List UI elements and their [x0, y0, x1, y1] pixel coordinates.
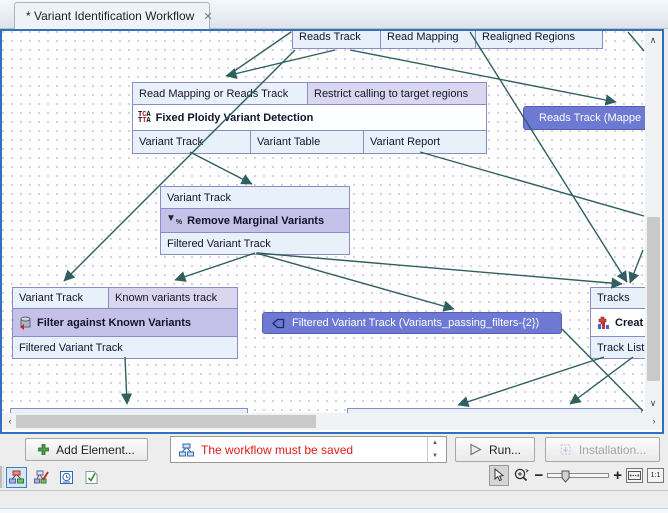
zoom-slider-thumb[interactable] [561, 470, 570, 488]
connection-line [120, 356, 133, 405]
input-port[interactable]: Read Mapping or Reads Track [133, 83, 308, 104]
connection-line [457, 356, 605, 408]
run-button[interactable]: Run... [455, 437, 535, 462]
input-port[interactable]: Restrict calling to target regions [308, 83, 486, 104]
node-top-partial[interactable]: Reads Track Read Mapping Realigned Regio… [292, 31, 603, 49]
scroll-left-icon[interactable]: ‹ [8, 416, 12, 426]
spinner-down-icon[interactable]: ▼ [432, 452, 438, 459]
actual-size-button[interactable]: 1:1 [647, 467, 664, 483]
fit-width-button[interactable] [626, 467, 643, 483]
status-message: The workflow must be saved [201, 442, 354, 457]
connection-line [225, 49, 336, 80]
window-bottom-strip [0, 508, 668, 513]
scroll-right-icon[interactable]: › [652, 416, 656, 426]
scroll-down-icon[interactable]: ∨ [649, 397, 657, 408]
status-message-spinner: ▲ ▼ [427, 437, 442, 462]
node-title: Remove Marginal Variants [187, 214, 325, 227]
splitter-grip[interactable] [0, 466, 4, 488]
node-title: Fixed Ploidy Variant Detection [155, 111, 314, 124]
output-port[interactable]: Variant Table [251, 131, 364, 153]
filter-funnel-icon: ▼% [166, 212, 183, 226]
node-remove-marginal-variants[interactable]: Variant Track ▼% Remove Marginal Variant… [160, 186, 350, 255]
input-port[interactable]: Variant Track [13, 288, 109, 308]
one-to-one-label: 1:1 [650, 471, 661, 479]
workflow-status-box: The workflow must be saved ▲ ▼ [170, 436, 447, 463]
zoom-slider[interactable] [547, 470, 610, 483]
fit-width-icon [628, 470, 641, 480]
output-element-label: Reads Track (Mappe [539, 112, 642, 124]
horizontal-scrollbar[interactable]: ‹ › [2, 413, 662, 430]
output-port[interactable]: Reads Track [293, 31, 381, 48]
output-element-filtered-variant-track[interactable]: Filtered Variant Track (Variants_passing… [262, 312, 562, 334]
zoom-out-icon[interactable]: − [534, 466, 544, 484]
workflow-canvas-frame: Reads Track Read Mapping Realigned Regio… [0, 29, 664, 434]
connection-line [569, 356, 634, 405]
input-port[interactable]: Known variants track [109, 288, 237, 308]
view-mode-buttons [0, 465, 106, 489]
zoom-in-icon[interactable]: + [613, 466, 622, 484]
output-port[interactable]: Variant Report [364, 131, 486, 153]
connection-line [255, 252, 455, 312]
vertical-scrollbar-thumb[interactable] [647, 217, 660, 381]
output-port[interactable]: Variant Track [133, 131, 251, 153]
tab-variant-identification-workflow[interactable]: * Variant Identification Workflow ✕ [14, 2, 213, 29]
cursor-arrow-icon [494, 468, 505, 482]
workflow-view-button[interactable] [6, 466, 27, 488]
output-port[interactable]: Filtered Variant Track [161, 233, 349, 254]
workflow-canvas[interactable]: Reads Track Read Mapping Realigned Regio… [2, 31, 645, 413]
filter-known-variants-icon [20, 316, 31, 330]
history-view-button[interactable] [56, 467, 77, 488]
add-element-button[interactable]: Add Element... [25, 438, 148, 461]
connection-line [189, 151, 253, 185]
connection-line [628, 249, 644, 284]
connection-line [627, 31, 645, 52]
vertical-scrollbar[interactable]: ∧ ∨ [645, 31, 662, 413]
connection-line [419, 151, 645, 217]
node-title: Filter against Known Variants [37, 316, 192, 329]
workflow-edit-view-button[interactable] [31, 467, 52, 488]
pointer-tool-button[interactable] [489, 464, 510, 486]
node-bottom-partial[interactable] [10, 408, 248, 413]
run-triangle-icon [470, 443, 482, 456]
node-filter-against-known-variants[interactable]: Variant Track Known variants track Filte… [12, 287, 238, 359]
tab-title: * Variant Identification Workflow [26, 9, 195, 23]
fixed-ploidy-icon: TCA TTA [138, 110, 151, 125]
node-fixed-ploidy-variant-detection[interactable]: Read Mapping or Reads Track Restrict cal… [132, 82, 487, 154]
output-element-label: Filtered Variant Track (Variants_passing… [292, 317, 540, 329]
connection-line [256, 252, 623, 289]
installation-button: Installation... [545, 437, 660, 462]
output-port[interactable]: Track List [591, 337, 645, 358]
node-create-track-list[interactable]: Tracks Creat Track List [590, 287, 645, 359]
installation-icon [560, 444, 571, 455]
history-clock-icon [60, 470, 73, 484]
workflow-view-icon [9, 470, 24, 484]
magnifier-plus-icon [515, 468, 530, 482]
tab-bar: * Variant Identification Workflow ✕ [0, 0, 668, 29]
bottom-divider [0, 490, 668, 491]
connection-line [469, 31, 628, 283]
node-title: Creat [615, 316, 644, 329]
connection-line [229, 31, 292, 75]
input-port[interactable]: Tracks [591, 288, 645, 308]
workflow-status-icon [179, 443, 194, 456]
horizontal-scrollbar-thumb[interactable] [16, 415, 316, 428]
scroll-up-icon[interactable]: ∧ [649, 34, 657, 45]
check-document-icon [85, 470, 98, 484]
output-tag-icon [272, 318, 285, 328]
create-track-list-icon [598, 316, 609, 329]
workflow-edit-icon [34, 470, 49, 484]
zoom-tool-button[interactable] [513, 467, 530, 483]
element-info-view-button[interactable] [81, 467, 102, 488]
output-port[interactable]: Filtered Variant Track [13, 337, 237, 358]
input-port[interactable]: Variant Track [161, 187, 349, 208]
bottom-toolbar: Add Element... The workflow must be save… [0, 434, 668, 513]
connection-line [174, 252, 256, 282]
output-port[interactable]: Realigned Regions [476, 31, 602, 48]
spinner-up-icon[interactable]: ▲ [432, 440, 438, 447]
tab-close-icon[interactable]: ✕ [203, 10, 213, 23]
plus-icon [38, 444, 50, 455]
output-port[interactable]: Read Mapping [381, 31, 476, 48]
output-element-reads-track[interactable]: Reads Track (Mappe [523, 106, 645, 130]
zoom-controls: − + 1:1 [489, 463, 664, 487]
